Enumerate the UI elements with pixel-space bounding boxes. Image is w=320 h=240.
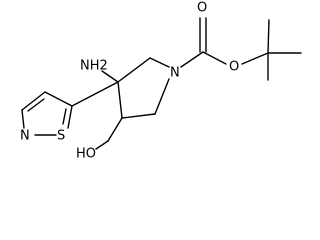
bond-iso-c4-c3 — [21, 91, 46, 111]
hydroxyl-label: HO — [76, 147, 96, 162]
bond-iso-c3-n — [21, 109, 25, 129]
ester-oxygen-label: O — [229, 60, 239, 75]
isothiazole-sulfur-label: S — [57, 129, 65, 144]
bond-n1-c5 — [154, 78, 170, 115]
bond-c5-c4 — [121, 113, 156, 119]
bond-c3-nh2 — [101, 70, 119, 83]
ring-nitrogen-label: N — [170, 66, 180, 81]
bond-c3-isothiazole — [71, 81, 119, 107]
bond-iso-c5-inner — [62, 108, 67, 125]
bond-n1-carbonyl — [180, 51, 204, 68]
bond-iso-s-c5 — [67, 105, 73, 129]
bond-ch2-oh — [95, 140, 109, 150]
bond-c4-ch2 — [107, 117, 123, 142]
bond-ester-o-tbu — [241, 52, 269, 65]
isothiazole-nitrogen-label: N — [20, 129, 30, 144]
bond-iso-c4-c3-inner — [27, 98, 45, 112]
bond-c4-c3 — [117, 81, 123, 119]
bond-carbonyl-ester-o — [202, 51, 227, 65]
bond-c3-c2 — [117, 57, 151, 83]
carbonyl-oxygen-label: O — [197, 1, 207, 16]
bond-tbu-methyl-1 — [267, 19, 270, 54]
bond-iso-c5-c4 — [44, 91, 73, 107]
structure-canvas: NH2 N O O N S HO — [20, 1, 302, 162]
amino-label: NH2 — [80, 59, 108, 74]
atom-label-layer: NH2 N O O N S HO — [20, 1, 239, 162]
molecule-diagram: NH2 N O O N S HO — [20, 1, 302, 162]
bond-c2-n1 — [149, 57, 170, 68]
bond-layer — [21, 17, 302, 150]
